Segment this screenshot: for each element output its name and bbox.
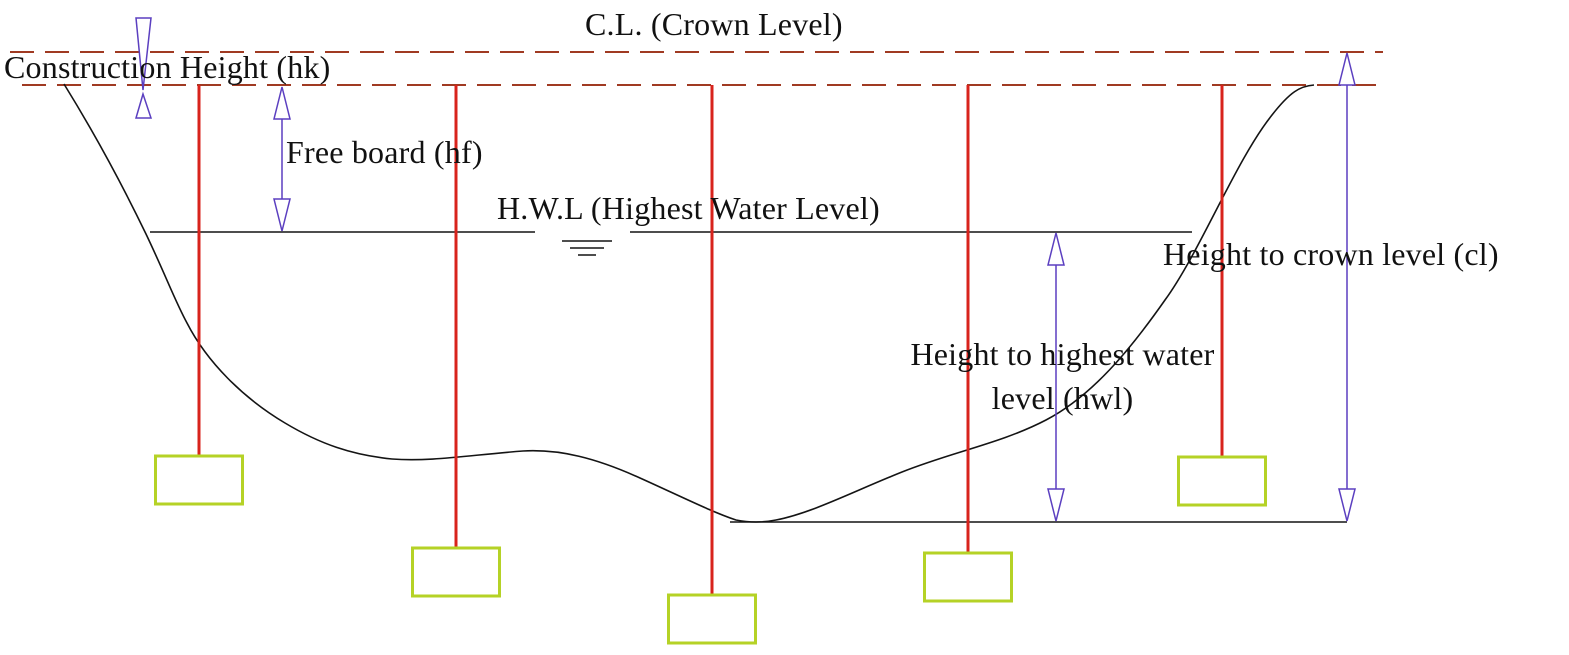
pile-2 <box>411 85 501 598</box>
crown-level-dimension-arrow <box>1338 52 1356 522</box>
ground-profile-curve <box>63 83 1315 523</box>
crown-level-label: C.L. (Crown Level) <box>585 6 843 42</box>
pile-3 <box>667 85 757 645</box>
construction-height-dimension-marker <box>135 17 153 119</box>
pile-box <box>154 454 244 506</box>
construction-height-label: Construction Height (hk) <box>4 49 331 85</box>
pile-box <box>667 593 757 645</box>
free-board-label: Free board (hf) <box>286 134 483 170</box>
pile-box <box>1177 455 1267 507</box>
height-to-crown-level-label: Height to crown level (cl) <box>1163 236 1499 272</box>
pile-1 <box>154 85 244 506</box>
pile-5 <box>1177 85 1267 507</box>
crown-level-dashed-lines <box>10 51 1383 86</box>
pile-box <box>923 551 1013 603</box>
hwl-down-arrowhead <box>1047 488 1065 522</box>
pile-box <box>411 546 501 598</box>
height-to-hwl-label: Height to highest water level (hwl) <box>880 332 1245 420</box>
hwl-up-arrowhead <box>1047 232 1065 266</box>
height-to-hwl-label-line2: level (hwl) <box>991 380 1134 416</box>
pile-4 <box>923 85 1013 603</box>
cl-up-arrowhead <box>1338 52 1356 86</box>
height-to-hwl-label-line1: Height to highest water <box>910 336 1215 372</box>
hk-lower-arrowhead <box>135 91 153 119</box>
hf-down-arrowhead <box>273 198 291 232</box>
cl-down-arrowhead <box>1338 488 1356 522</box>
highest-water-level-label: H.W.L (Highest Water Level) <box>497 190 880 226</box>
hf-up-arrowhead <box>273 86 291 120</box>
hk-upper-arrowhead <box>135 17 152 91</box>
free-board-dimension-arrow <box>273 86 291 232</box>
hwl-dimension-arrow <box>1047 232 1065 522</box>
water-surface-symbol <box>562 240 612 256</box>
